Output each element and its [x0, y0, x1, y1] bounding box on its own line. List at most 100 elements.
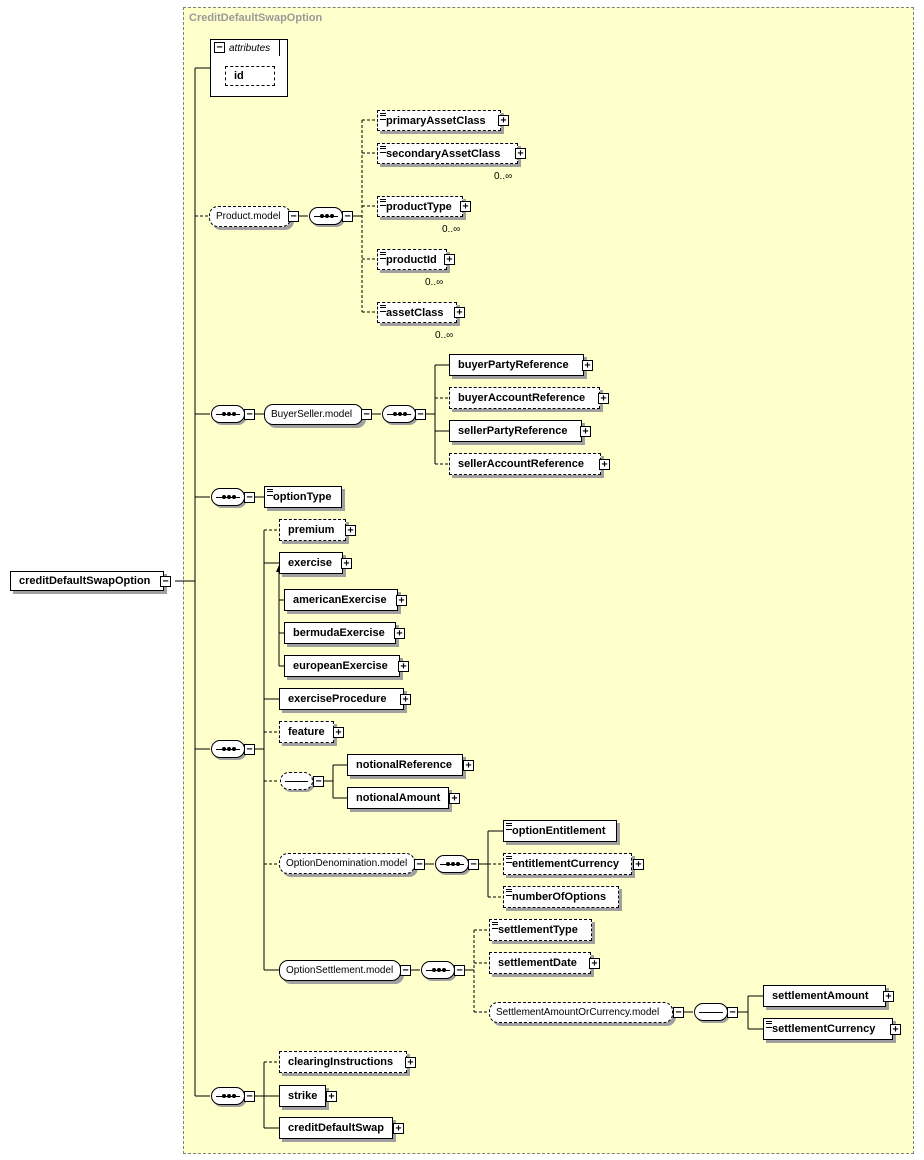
simple-type-icon — [380, 199, 386, 206]
element-settlement-currency[interactable]: settlementCurrency — [763, 1018, 893, 1040]
expand-icon[interactable]: + — [393, 1123, 404, 1134]
element-buyer-account-reference[interactable]: buyerAccountReference — [449, 387, 600, 409]
expand-icon[interactable]: + — [333, 727, 344, 738]
element-label: exercise — [288, 557, 333, 569]
element-product-id[interactable]: productId — [377, 249, 447, 270]
element-label: notionalReference — [356, 759, 452, 771]
element-european-exercise[interactable]: europeanExercise — [284, 655, 400, 677]
collapse-icon[interactable]: − — [342, 211, 353, 222]
collapse-icon[interactable]: − — [415, 409, 426, 420]
collapse-icon[interactable]: − — [454, 965, 465, 976]
collapse-icon[interactable]: − — [288, 211, 299, 222]
cardinality-label: 0..∞ — [435, 330, 454, 341]
expand-icon[interactable]: + — [580, 426, 591, 437]
collapse-icon[interactable]: − — [244, 1091, 255, 1102]
option-denomination-model-group[interactable]: OptionDenomination.model — [279, 853, 415, 874]
element-label: sellerPartyReference — [458, 425, 568, 437]
settlement-amount-or-currency-model-group[interactable]: SettlementAmountOrCurrency.model — [489, 1002, 673, 1023]
collapse-icon[interactable]: − — [244, 744, 255, 755]
expand-icon[interactable]: + — [598, 393, 609, 404]
expand-icon[interactable]: + — [454, 307, 465, 318]
element-number-of-options[interactable]: numberOfOptions — [503, 886, 619, 908]
collapse-icon[interactable]: − — [468, 859, 479, 870]
sequence-compositor-icon — [211, 1087, 245, 1105]
option-settlement-model-group[interactable]: OptionSettlement.model — [279, 960, 401, 981]
element-seller-account-reference[interactable]: sellerAccountReference — [449, 453, 601, 475]
element-exercise-procedure[interactable]: exerciseProcedure — [279, 688, 404, 710]
element-label: primaryAssetClass — [386, 114, 486, 127]
element-settlement-date[interactable]: settlementDate — [489, 952, 591, 974]
root-element[interactable]: creditDefaultSwapOption — [10, 571, 164, 591]
simple-type-icon — [506, 823, 512, 830]
expand-icon[interactable]: + — [460, 201, 471, 212]
element-strike[interactable]: strike — [279, 1085, 326, 1107]
expand-icon[interactable]: + — [396, 595, 407, 606]
element-label: optionType — [273, 491, 332, 503]
product-model-group[interactable]: Product.model — [209, 206, 291, 227]
element-notional-amount[interactable]: notionalAmount — [347, 787, 449, 809]
element-settlement-type[interactable]: settlementType — [489, 919, 592, 941]
element-label: buyerPartyReference — [458, 359, 569, 371]
element-credit-default-swap[interactable]: creditDefaultSwap — [279, 1117, 393, 1139]
expand-icon[interactable]: + — [400, 694, 411, 705]
element-american-exercise[interactable]: americanExercise — [284, 589, 398, 611]
expand-icon[interactable]: + — [515, 148, 526, 159]
collapse-icon[interactable]: − — [160, 576, 171, 587]
expand-icon[interactable]: + — [463, 760, 474, 771]
element-clearing-instructions[interactable]: clearingInstructions — [279, 1051, 407, 1073]
sequence-compositor-icon — [435, 855, 469, 873]
element-exercise[interactable]: exercise — [279, 552, 343, 574]
element-notional-reference[interactable]: notionalReference — [347, 754, 463, 776]
element-feature[interactable]: feature — [279, 721, 334, 743]
expand-icon[interactable]: + — [883, 991, 894, 1002]
buyer-seller-model-group[interactable]: BuyerSeller.model — [264, 404, 363, 425]
element-label: notionalAmount — [356, 792, 441, 804]
element-seller-party-reference[interactable]: sellerPartyReference — [449, 420, 582, 442]
element-option-entitlement[interactable]: optionEntitlement — [503, 820, 617, 842]
element-product-type[interactable]: productType — [377, 196, 463, 217]
expand-icon[interactable]: + — [345, 525, 356, 536]
expand-icon[interactable]: + — [394, 628, 405, 639]
expand-icon[interactable]: + — [890, 1024, 901, 1035]
element-primary-asset-class[interactable]: primaryAssetClass — [377, 110, 501, 131]
element-option-type[interactable]: optionType — [264, 486, 342, 508]
expand-icon[interactable]: + — [326, 1091, 337, 1102]
expand-icon[interactable]: + — [398, 661, 409, 672]
element-bermuda-exercise[interactable]: bermudaExercise — [284, 622, 396, 644]
expand-icon[interactable]: + — [589, 958, 600, 969]
collapse-icon[interactable]: − — [313, 776, 324, 787]
expand-icon[interactable]: + — [405, 1057, 416, 1068]
model-label: BuyerSeller.model — [271, 409, 353, 420]
element-premium[interactable]: premium — [279, 519, 346, 541]
element-secondary-asset-class[interactable]: secondaryAssetClass — [377, 143, 518, 164]
collapse-icon[interactable]: − — [214, 42, 225, 53]
element-label: settlementCurrency — [772, 1023, 876, 1035]
element-label: assetClass — [386, 306, 444, 319]
expand-icon[interactable]: + — [444, 254, 455, 265]
collapse-icon[interactable]: − — [414, 859, 425, 870]
simple-type-icon — [380, 305, 386, 312]
collapse-icon[interactable]: − — [244, 492, 255, 503]
element-label: productType — [386, 200, 452, 213]
simple-type-icon — [380, 252, 386, 259]
expand-icon[interactable]: + — [599, 459, 610, 470]
element-label: strike — [288, 1090, 318, 1102]
expand-icon[interactable]: + — [341, 558, 352, 569]
attribute-id[interactable]: id — [225, 66, 275, 86]
element-settlement-amount[interactable]: settlementAmount — [763, 985, 886, 1007]
element-label: settlementType — [498, 924, 578, 936]
sequence-compositor-icon — [421, 961, 455, 979]
element-asset-class[interactable]: assetClass — [377, 302, 457, 323]
collapse-icon[interactable]: − — [400, 965, 411, 976]
expand-icon[interactable]: + — [633, 859, 644, 870]
collapse-icon[interactable]: − — [727, 1007, 738, 1018]
collapse-icon[interactable]: − — [361, 409, 372, 420]
element-entitlement-currency[interactable]: entitlementCurrency — [503, 853, 632, 875]
collapse-icon[interactable]: − — [673, 1007, 684, 1018]
expand-icon[interactable]: + — [449, 793, 460, 804]
collapse-icon[interactable]: − — [244, 409, 255, 420]
expand-icon[interactable]: + — [582, 360, 593, 371]
expand-icon[interactable]: + — [498, 115, 509, 126]
element-buyer-party-reference[interactable]: buyerPartyReference — [449, 354, 584, 376]
model-label: SettlementAmountOrCurrency.model — [496, 1007, 660, 1018]
